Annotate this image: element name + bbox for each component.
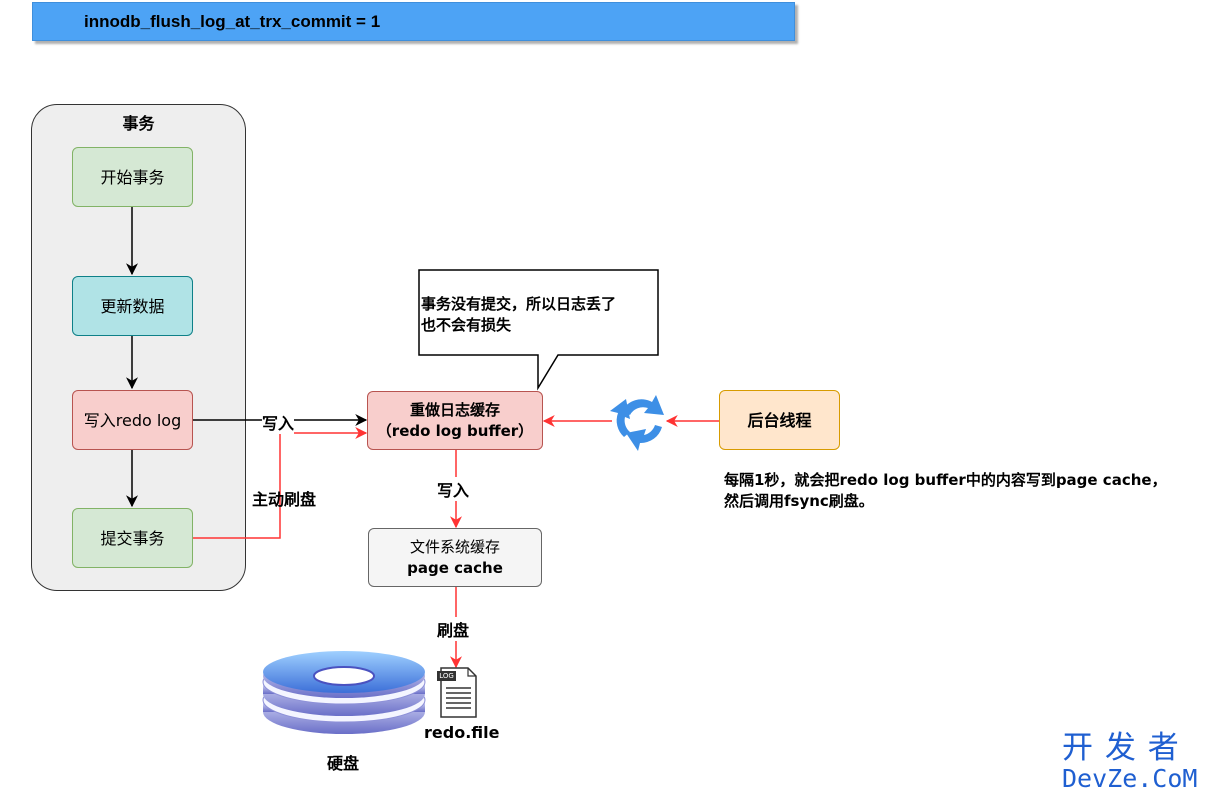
page-cache-line-2: page cache — [407, 558, 503, 577]
redo-file-label: redo.file — [424, 723, 500, 742]
page-cache-node[interactable]: 文件系统缓存 page cache — [368, 528, 542, 587]
redo-log-buffer-node[interactable]: 重做日志缓存 （redo log buffer） — [367, 391, 543, 450]
step-start-transaction-label: 开始事务 — [100, 167, 165, 187]
step-write-redo-log-label: 写入redo log — [83, 410, 182, 430]
background-note-line-1: 每隔1秒，就会把redo log buffer中的内容写到page cache， — [724, 471, 1167, 489]
step-write-redo-log[interactable]: 写入redo log — [72, 390, 193, 450]
log-file-badge: LOG — [439, 672, 454, 680]
page-title: innodb_flush_log_at_trx_commit = 1 — [32, 2, 795, 41]
step-update-data-label: 更新数据 — [100, 296, 165, 316]
sync-cycle-icon — [610, 395, 664, 451]
step-commit-transaction-label: 提交事务 — [100, 528, 165, 548]
page-cache-line-1: 文件系统缓存 — [409, 537, 500, 556]
log-file-icon — [437, 667, 477, 718]
step-start-transaction[interactable]: 开始事务 — [72, 147, 193, 207]
watermark-bottom: DevZe.CoM — [1062, 764, 1198, 793]
disk-label: 硬盘 — [327, 754, 360, 773]
step-commit-transaction[interactable]: 提交事务 — [72, 508, 193, 568]
step-update-data[interactable]: 更新数据 — [72, 276, 193, 336]
background-thread-label: 后台线程 — [747, 410, 812, 430]
edge-label-flush: 刷盘 — [437, 617, 470, 641]
callout-text-line-1: 事务没有提交，所以日志丢了 — [421, 295, 617, 313]
watermark-top: 开 发 者 — [1062, 730, 1180, 766]
edge-label-active-flush: 主动刷盘 — [252, 490, 317, 509]
redo-log-buffer-line-1: 重做日志缓存 — [409, 400, 500, 419]
arrow-commit-to-buffer — [193, 427, 368, 539]
background-note-line-2: 然后调用fsync刷盘。 — [724, 492, 874, 510]
redo-log-buffer-line-2: （redo log buffer） — [376, 421, 534, 440]
transaction-group-title: 事务 — [122, 114, 155, 133]
disk-stack-icon — [262, 651, 426, 734]
background-thread-node[interactable]: 后台线程 — [719, 390, 840, 450]
edge-label-write-in: 写入 — [262, 410, 295, 434]
callout-bubble — [418, 269, 659, 391]
callout-text-line-2: 也不会有损失 — [421, 316, 512, 334]
edge-label-write-down: 写入 — [437, 477, 470, 501]
